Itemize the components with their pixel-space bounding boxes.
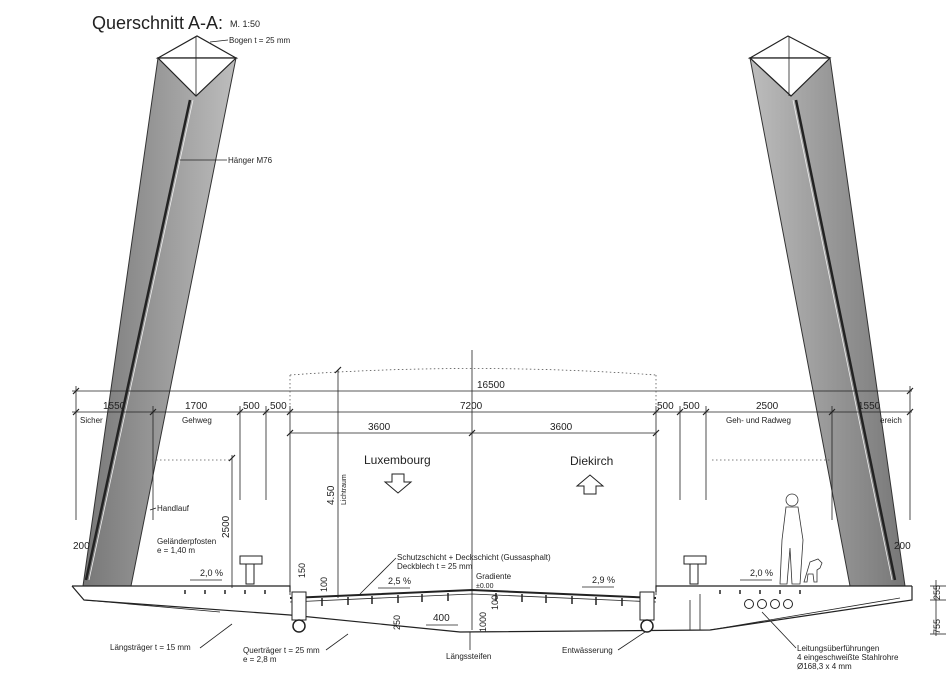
label-leitung-3: Ø168,3 x 4 mm: [797, 662, 852, 671]
dim-clearance: 4.50: [326, 485, 337, 505]
pipe: [770, 599, 780, 609]
dimension-chain: [72, 350, 914, 630]
dim-400: 400: [433, 613, 450, 624]
dim-lane-left: 3600: [368, 422, 391, 433]
slope-labels: 2,0 % 2,5 % 2,9 % 2,0 %: [190, 568, 773, 589]
label-gelaender-2: e = 1,40 m: [157, 546, 195, 555]
label-gradiente: Gradiente: [476, 572, 512, 581]
dim-left-1550: 1550: [103, 401, 126, 412]
label-gradiente-level: ±0.00: [476, 583, 494, 590]
label-lichtraum: Lichtraum: [341, 474, 348, 505]
label-sicher: Sicher: [80, 416, 103, 425]
slope-left-walk: 2,0 %: [200, 568, 223, 578]
pipe: [783, 599, 793, 609]
dim-right-500b: 500: [683, 401, 700, 412]
railing-height-dimension: 2500: [221, 454, 236, 588]
dim-100a: 100: [319, 577, 329, 592]
dim-right-500a: 500: [657, 401, 674, 412]
deck-structure: [71, 493, 913, 633]
label-geh-radweg: Geh- und Radweg: [726, 416, 791, 425]
label-gehweg: Gehweg: [182, 416, 212, 425]
dim-right-2500: 2500: [756, 401, 779, 412]
dim-255: 255: [932, 585, 942, 600]
arrow-up-icon: [575, 474, 605, 495]
label-laengstraeger: Längsträger t = 15 mm: [110, 643, 191, 652]
dimension-labels: 16500 1550 1700 500 500 7200 500 500 250…: [80, 380, 902, 433]
label-deckblech: Deckblech t = 25 mm: [397, 562, 473, 571]
label-quertraeger-2: e = 2,8 m: [243, 655, 277, 664]
label-quertraeger-1: Querträger t = 25 mm: [243, 646, 320, 655]
dim-h2500: 2500: [221, 515, 232, 538]
slope-right-walk: 2,0 %: [750, 568, 773, 578]
dim-right-200: 200: [894, 541, 911, 552]
label-schutzschicht: Schutzschicht + Deckschicht (Gussasphalt…: [397, 553, 551, 562]
label-leitung-2: 4 eingeschweißte Stahlrohre: [797, 653, 899, 662]
dim-100b: 100: [490, 595, 500, 610]
dim-left-1700: 1700: [185, 401, 208, 412]
dim-left-500b: 500: [270, 401, 287, 412]
right-arch: [747, 35, 906, 587]
dim-left-200: 200: [73, 541, 90, 552]
dim-center: 7200: [460, 401, 483, 412]
label-bogen: Bogen t = 25 mm: [229, 36, 290, 45]
dim-1000: 1000: [478, 612, 488, 632]
dim-755: 755: [932, 619, 942, 634]
label-luxembourg: Luxembourg: [364, 453, 431, 467]
label-laengssteifen: Längssteifen: [446, 652, 491, 661]
annotations: Bogen t = 25 mm Hänger M76 Handlauf Gelä…: [110, 36, 899, 671]
label-leitung-1: Leitungsüberführungen: [797, 644, 879, 653]
drawing-title: Querschnitt A-A:: [92, 13, 223, 33]
dim-250: 250: [392, 615, 402, 630]
label-diekirch: Diekirch: [570, 454, 613, 468]
slope-right-road: 2,9 %: [592, 575, 615, 585]
dim-total: 16500: [477, 380, 505, 391]
pipe: [744, 599, 754, 609]
label-gelaender-1: Geländerpfosten: [157, 537, 216, 546]
drawing-scale: M. 1:50: [230, 19, 260, 29]
dim-left-500a: 500: [243, 401, 260, 412]
left-arch: [82, 35, 239, 587]
person-with-dog-icon: [779, 493, 823, 585]
dim-right-1550: 1550: [858, 401, 881, 412]
label-entwaesserung: Entwässerung: [562, 646, 613, 655]
pipe: [757, 599, 767, 609]
lower-dimensions: 150 100 100 250 400 1000 255 755: [297, 563, 946, 636]
label-ereich: ereich: [880, 416, 902, 425]
dim-lane-right: 3600: [550, 422, 573, 433]
clearance-dimension: 4.50 Lichtraum: [326, 366, 348, 598]
dim-150: 150: [297, 563, 307, 578]
label-handlauf: Handlauf: [157, 504, 190, 513]
label-haenger: Hänger M76: [228, 156, 273, 165]
slope-left-road: 2,5 %: [388, 576, 411, 586]
arrow-down-icon: [383, 473, 413, 494]
